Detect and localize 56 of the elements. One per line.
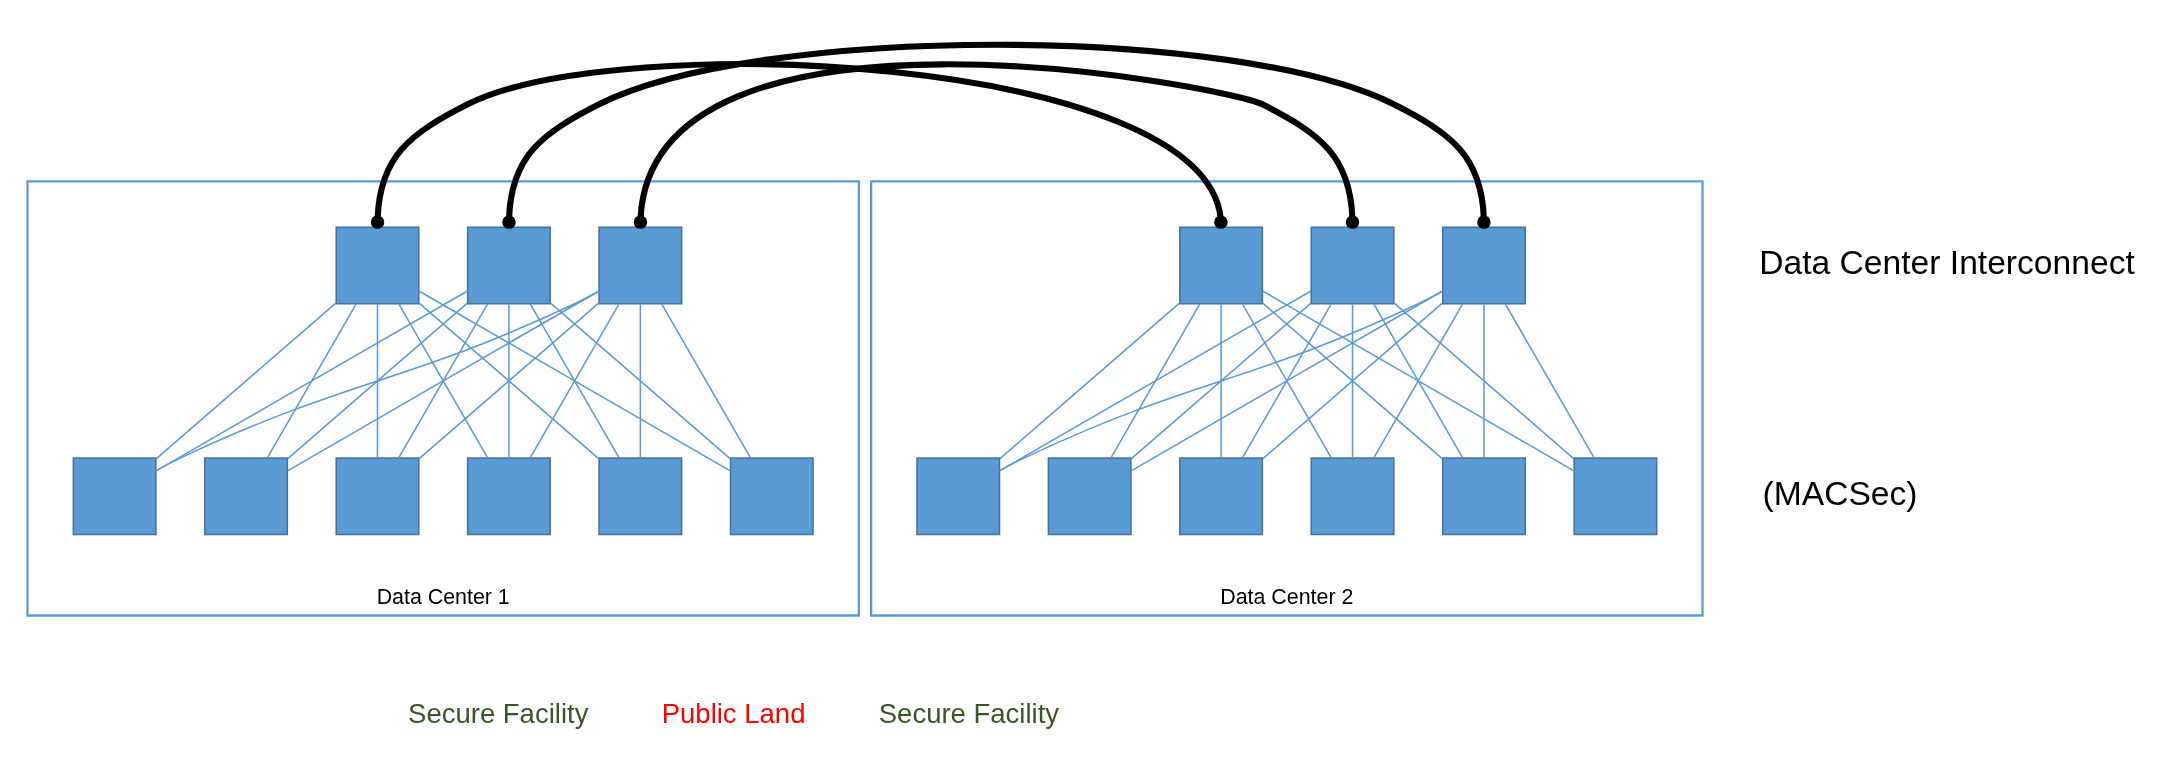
connector [1220,303,1222,459]
node-box [72,457,157,536]
connector [633,61,1360,229]
node-box [729,457,814,536]
connector [1130,302,1312,460]
node-box [1047,457,1132,536]
node-box [466,457,551,536]
node-box [466,226,551,305]
connector [502,41,1491,229]
connector [1261,290,1575,472]
label: (MACSec) [1762,474,1918,512]
label: Secure Facility [408,698,589,730]
connector [998,290,1444,472]
connector [508,303,510,459]
label: Secure Facility [878,698,1060,730]
connector [998,290,1312,472]
connector [1241,303,1332,459]
connector [549,302,732,460]
connector [418,302,600,460]
connector [639,303,642,459]
connector [418,290,732,472]
connector [155,290,600,472]
connector [998,302,1181,460]
label: Data Center Interconnect [1759,244,2135,282]
connector [155,302,337,460]
connector [266,303,357,459]
node-box [204,457,289,536]
connector [1483,303,1485,459]
connector [370,61,1228,229]
connector [1504,303,1595,459]
connector [1373,303,1464,459]
node-box [1441,226,1526,305]
connector [529,303,620,459]
connector [376,303,379,459]
connector [1393,302,1575,460]
node-box [1179,457,1264,536]
cluster: Data Center 1 [26,180,861,617]
connector [286,290,600,472]
connector [286,302,469,460]
node-box [598,226,683,305]
connector [1130,290,1444,472]
cluster: Data Center 2 [869,180,1704,617]
node-box [1441,457,1526,536]
node-box [1179,226,1264,305]
node-box [335,226,420,305]
node-box [335,457,420,536]
label: Public Land [661,698,806,730]
node-box [598,457,683,536]
connector [398,303,489,459]
connector [1351,303,1354,459]
node-box [1310,457,1395,536]
node-box [1573,457,1658,536]
connector [661,303,752,459]
connector [1110,303,1201,459]
node-box [916,457,1001,536]
node-box [1310,226,1395,305]
